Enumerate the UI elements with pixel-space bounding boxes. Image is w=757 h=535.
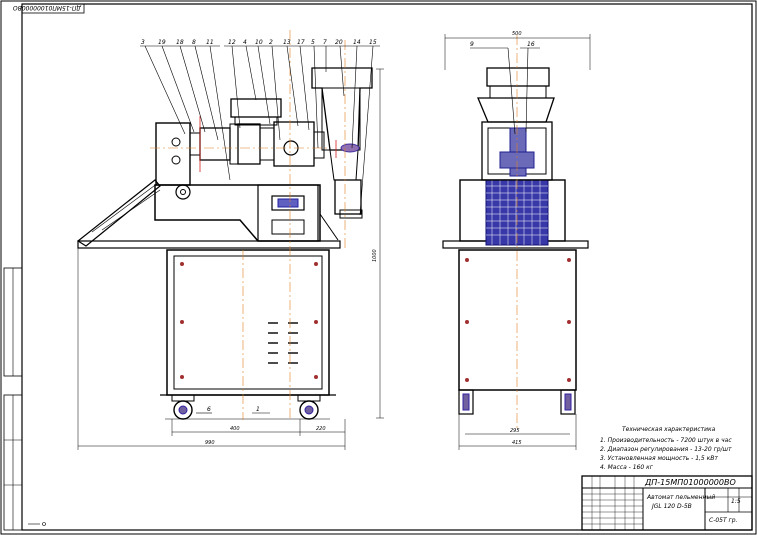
drawing-frame (21, 3, 753, 531)
svg-text:Техническая характеристика: Техническая характеристика (622, 426, 716, 433)
svg-text:2. Диапазон регулирования - 13: 2. Диапазон регулирования - 13-20 гр/шт (600, 446, 732, 453)
svg-text:С-05Т гр.: С-05Т гр. (709, 517, 738, 524)
svg-text:415: 415 (512, 440, 522, 446)
svg-text:1000: 1000 (372, 249, 378, 262)
svg-text:12: 12 (228, 39, 236, 46)
svg-text:9: 9 (470, 41, 474, 48)
svg-text:14: 14 (353, 39, 361, 46)
technical-specifications: Техническая характеристика 1. Производит… (600, 426, 732, 471)
svg-text:ДП-15МП01000000ВО: ДП-15МП01000000ВО (13, 4, 82, 11)
svg-text:220: 220 (316, 426, 326, 432)
svg-text:16: 16 (527, 41, 535, 48)
svg-text:ДП-15МП01000000ВО: ДП-15МП01000000ВО (644, 478, 736, 487)
svg-text:7: 7 (323, 39, 327, 46)
svg-text:5: 5 (311, 39, 315, 46)
svg-text:6: 6 (207, 406, 211, 413)
svg-text:500: 500 (512, 31, 522, 37)
svg-text:11: 11 (206, 39, 214, 46)
svg-text:990: 990 (205, 440, 215, 446)
svg-text:18: 18 (176, 39, 184, 46)
title-block (581, 475, 753, 531)
svg-text:295: 295 (510, 428, 520, 434)
svg-text:8: 8 (192, 39, 196, 46)
svg-text:400: 400 (230, 426, 240, 432)
svg-text:1: 1 (256, 406, 260, 413)
svg-text:JGL 120 D-5B: JGL 120 D-5B (651, 503, 692, 510)
svg-text:17: 17 (297, 39, 305, 46)
sheet-mark (28, 522, 46, 526)
svg-text:13: 13 (283, 39, 291, 46)
svg-text:3. Установленная мощность - 1,: 3. Установленная мощность - 1,5 кВт (600, 455, 718, 462)
svg-text:19: 19 (158, 39, 166, 46)
svg-text:4: 4 (243, 39, 247, 46)
svg-text:15: 15 (369, 39, 377, 46)
svg-text:2: 2 (269, 39, 273, 46)
corner-stamp: ДП-15МП01000000ВО (13, 3, 85, 14)
svg-text:4. Масса - 160 кг: 4. Масса - 160 кг (600, 464, 654, 471)
front-dimensions: 1000 400 220 990 (205, 249, 378, 446)
svg-text:20: 20 (335, 39, 343, 46)
front-view (76, 30, 384, 450)
side-view (442, 34, 591, 450)
svg-text:10: 10 (255, 39, 263, 46)
svg-text:3: 3 (141, 39, 145, 46)
svg-text:Автомат пельменный: Автомат пельменный (646, 494, 715, 501)
svg-text:1:5: 1:5 (731, 498, 741, 505)
left-side-column (3, 267, 23, 531)
svg-text:1. Производительность - 7200 ш: 1. Производительность - 7200 штук в час (600, 437, 732, 444)
title-block-text: ДП-15МП01000000ВО Автомат пельменный JGL… (644, 478, 741, 524)
side-callouts: 9 16 500 295 415 (470, 31, 535, 446)
front-callouts: 3 19 18 8 11 12 4 10 2 13 17 5 7 20 14 1… (141, 39, 377, 413)
